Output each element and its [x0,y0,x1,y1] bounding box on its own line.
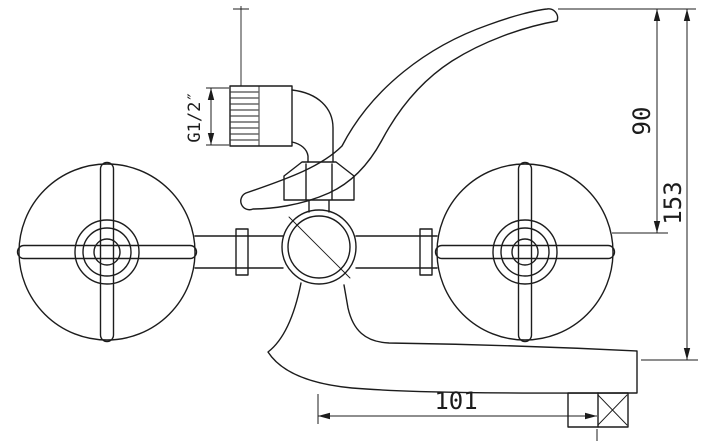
thread-extension-lines [206,87,229,146]
riser-elbow [291,89,334,163]
diverter-lever [240,8,559,211]
aerator-cross-hatch [597,394,628,426]
dimension-90-label: 90 [628,107,656,136]
right-hub-inner [511,238,539,266]
dimension-90: 90 [558,8,696,234]
left-handle-assembly [16,161,198,343]
right-cross-handle-vertical [517,161,533,343]
hex-nut [283,161,355,213]
dimension-153-label: 153 [659,181,687,224]
left-hub-mid [82,227,132,277]
right-handle-assembly [434,161,616,343]
spout-body [267,282,638,394]
right-hub-mid [500,227,550,277]
threaded-fitting [229,6,293,147]
left-valve-coupling [194,228,284,276]
dimension-153: 153 [641,9,698,361]
spout [267,282,638,428]
left-escutcheon-circle [18,163,196,341]
right-hub-outer [492,219,558,285]
thread-hatching [230,91,259,141]
right-valve-coupling [355,228,438,276]
dimension-101-label: 101 [434,387,477,415]
center-circle-outer [281,209,357,285]
left-cross-handle-horizontal [16,244,198,260]
dim90-extension-lines [558,8,696,234]
left-cross-handle-vertical [99,161,115,343]
dimension-thread: G1/2″ [185,87,229,146]
dimension-101: 101 [317,387,598,441]
spout-aerator [567,392,629,428]
thread-size-label: G1/2″ [185,91,205,142]
center-axis-line [288,216,351,279]
left-hub-outer [74,219,140,285]
left-hub-inner [93,238,121,266]
right-cross-handle-horizontal [434,244,616,260]
right-escutcheon-circle [436,163,614,341]
center-body [194,89,438,285]
fitting-outline [229,85,293,147]
center-circle-inner [287,215,351,279]
fitting-centerline [233,6,249,86]
